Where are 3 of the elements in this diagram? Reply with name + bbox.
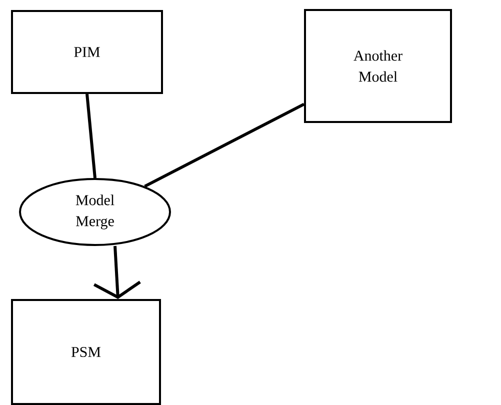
model-box: Another Model: [304, 9, 452, 123]
model-box: PIM: [11, 10, 163, 94]
model-box: PSM: [11, 299, 161, 405]
